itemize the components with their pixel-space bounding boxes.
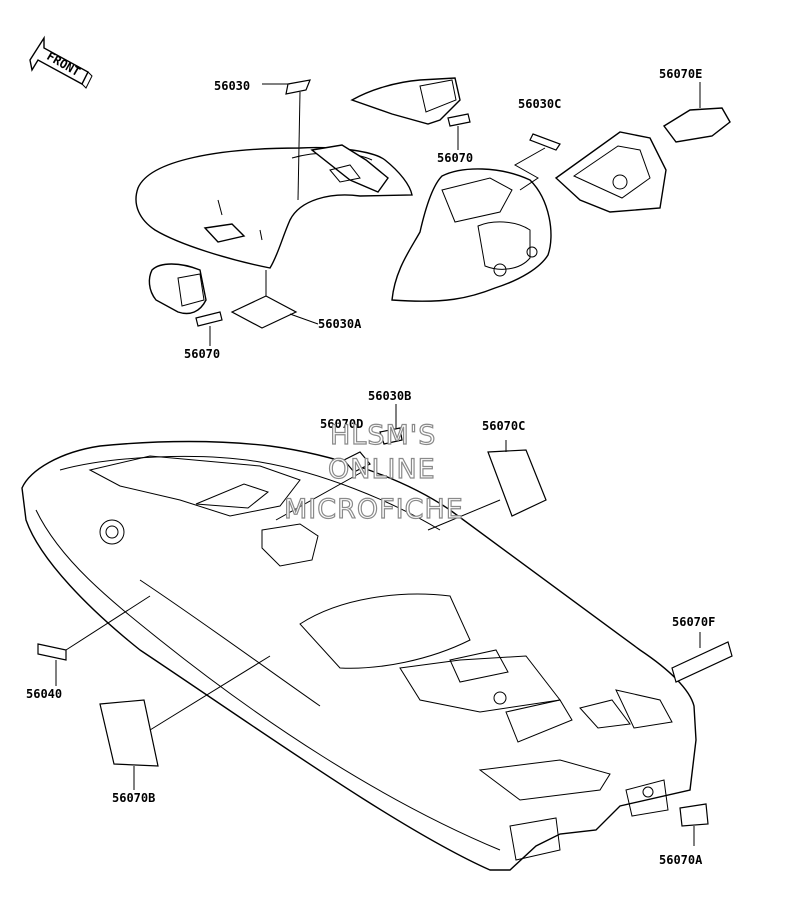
- label-56070A: 56070A: [659, 853, 703, 867]
- decal-56070B: [99, 699, 159, 767]
- label-56070B: 56070B: [112, 791, 155, 805]
- label-56070-left: 56070: [184, 347, 220, 361]
- label-56070F: 56070F: [672, 615, 715, 629]
- decal-56030C: [529, 133, 561, 151]
- dashboard-housing-part: [391, 168, 552, 302]
- decal-56070-left: [195, 311, 223, 327]
- decal-56070A: [679, 803, 709, 827]
- decal-56030A: [230, 295, 298, 329]
- decal-56070C: [487, 449, 547, 517]
- decal-56070D: [343, 451, 371, 473]
- cover-cap-part: [662, 107, 731, 143]
- decal-56070F: [671, 641, 733, 683]
- label-56030A: 56030A: [318, 317, 362, 331]
- front-arrow: FRONT: [29, 35, 93, 89]
- label-56040: 56040: [26, 687, 62, 701]
- hull-part: [21, 440, 697, 871]
- hood-cover-part: [135, 144, 413, 269]
- watermark-line2: ONLINE: [328, 454, 436, 485]
- label-56070E: 56070E: [659, 67, 702, 81]
- decal-56030: [285, 79, 311, 95]
- decal-56040: [37, 643, 67, 661]
- label-56070C: 56070C: [482, 419, 525, 433]
- watermark: HLSM'S ONLINE MICROFICHE: [283, 419, 464, 525]
- console-panel-part: [554, 131, 667, 213]
- label-56030: 56030: [214, 79, 250, 93]
- label-56070-top: 56070: [437, 151, 473, 165]
- mirror-top-part: [350, 77, 461, 125]
- label-56030C: 56030C: [518, 97, 561, 111]
- decal-56030B: [379, 427, 403, 445]
- decal-56070-top: [447, 113, 471, 127]
- watermark-line3: MICROFICHE: [284, 494, 464, 525]
- label-56030B: 56030B: [368, 389, 411, 403]
- mirror-left-part: [148, 263, 207, 315]
- watermark-line1: HLSM'S: [330, 420, 436, 451]
- label-56070D: 56070D: [320, 417, 363, 431]
